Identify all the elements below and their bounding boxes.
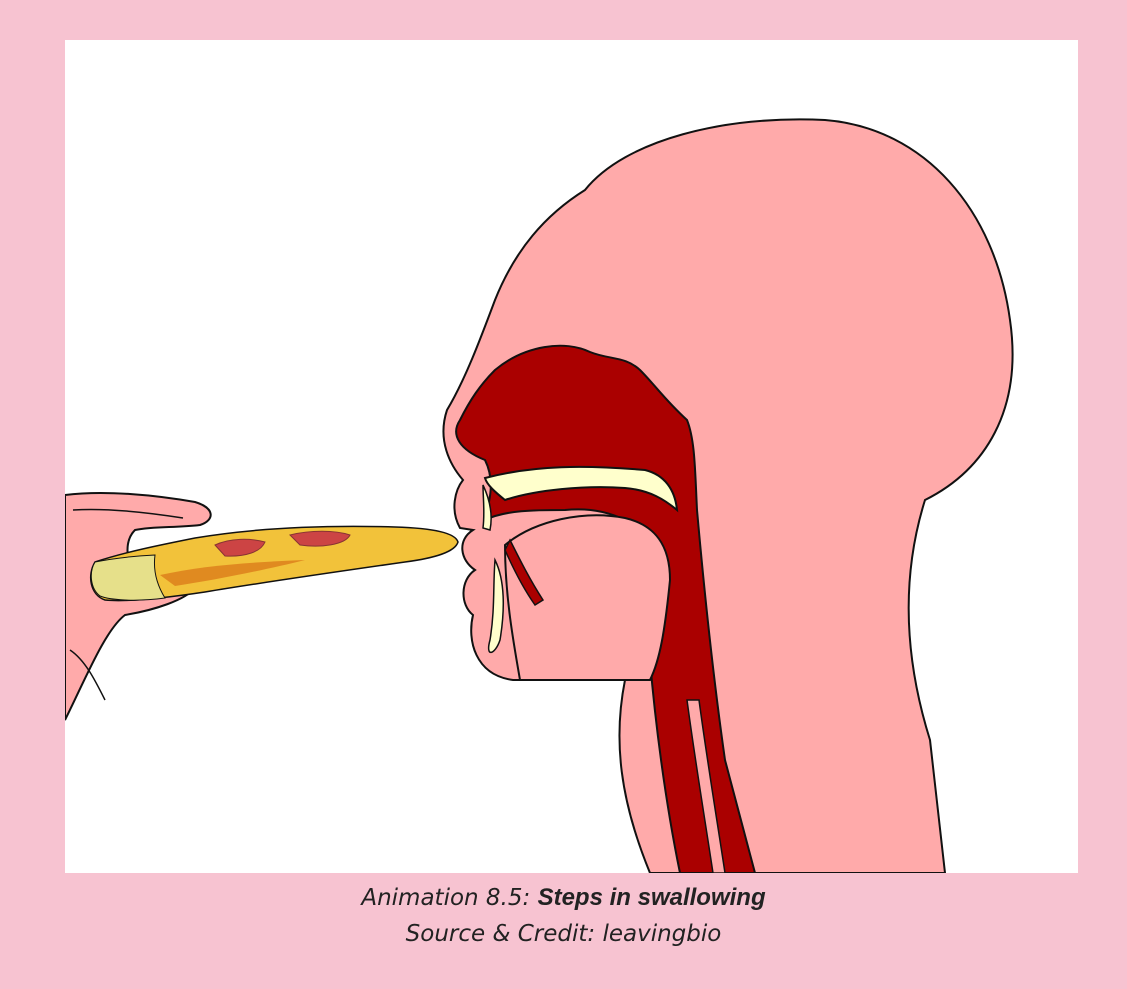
caption-source: Source & Credit: leavingbio (0, 916, 1127, 952)
caption-prefix: Animation 8.5: (361, 885, 530, 911)
figure-panel (65, 40, 1078, 873)
figure-caption: Animation 8.5: Steps in swallowing Sourc… (0, 880, 1127, 952)
swallowing-illustration (65, 40, 1078, 873)
hand (65, 493, 211, 720)
pizza-crust (91, 555, 165, 600)
caption-title-line: Animation 8.5: Steps in swallowing (0, 880, 1127, 916)
caption-title: Steps in swallowing (538, 884, 766, 911)
